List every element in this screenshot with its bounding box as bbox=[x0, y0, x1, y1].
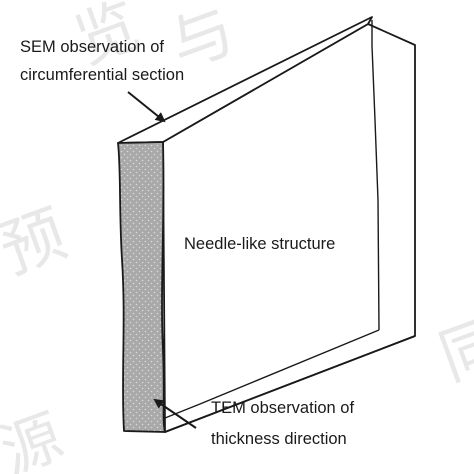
watermark-glyph: 源 bbox=[0, 402, 72, 474]
sem-label-line2: circumferential section bbox=[20, 66, 184, 84]
tem-arrow bbox=[153, 398, 197, 429]
watermark-glyph: 预 bbox=[0, 197, 76, 288]
plate-right-inner-edge bbox=[371, 20, 380, 331]
plate-bottom-inner-edge bbox=[164, 329, 380, 419]
cross-section-face bbox=[117, 141, 166, 433]
tem-label-line2: thickness direction bbox=[211, 430, 347, 448]
plate-bottom-outer-edge bbox=[164, 335, 416, 433]
watermark-glyph: 同 bbox=[430, 305, 474, 395]
plate-front-face bbox=[162, 23, 416, 433]
tem-label-line1: TEM observation of bbox=[211, 399, 354, 417]
sem-arrow bbox=[127, 91, 166, 123]
center-label: Needle-like structure bbox=[184, 235, 335, 253]
sem-label-line1: SEM observation of bbox=[20, 38, 164, 56]
